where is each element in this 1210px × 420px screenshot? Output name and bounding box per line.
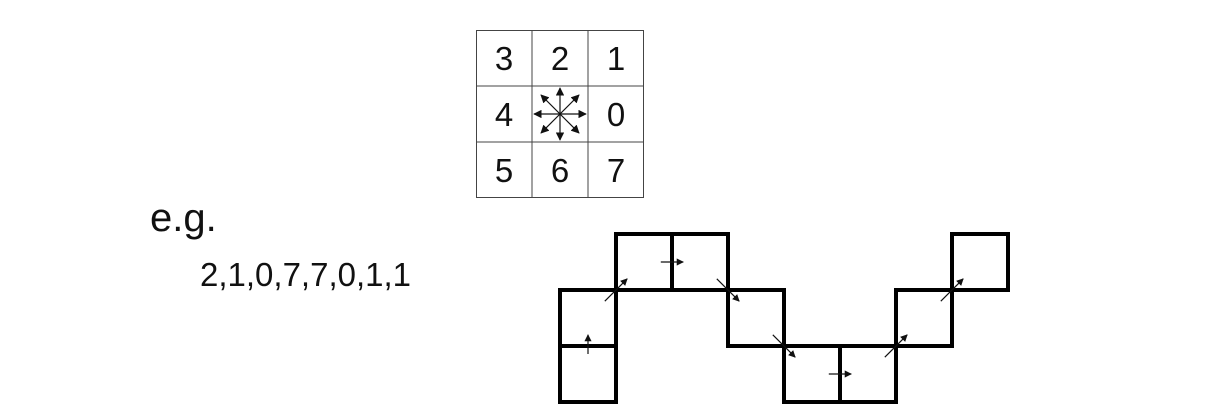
- path-arrow-4: [772, 334, 796, 358]
- path-arrow-6: [884, 334, 908, 358]
- path-cell-8: [950, 232, 1010, 292]
- direction-label-6: 6: [550, 151, 570, 189]
- direction-arrow-1: [559, 94, 580, 115]
- example-label: e.g.: [150, 196, 217, 240]
- direction-grid-lines: [476, 30, 644, 198]
- path-cell-4: [726, 288, 786, 348]
- direction-label-4: 4: [494, 95, 514, 133]
- direction-label-2: 2: [550, 39, 570, 77]
- direction-label-7: 7: [606, 151, 626, 189]
- path-arrow-1: [604, 278, 628, 302]
- path-arrow-7: [940, 278, 964, 302]
- direction-label-1: 1: [606, 39, 626, 77]
- path-cell-7: [894, 288, 954, 348]
- direction-label-5: 5: [494, 151, 514, 189]
- path-cell-0: [558, 344, 618, 404]
- direction-grid: 3 2 1 4 0 5 6 7: [476, 30, 644, 198]
- chain-code-text: 2,1,0,7,7,0,1,1: [200, 256, 412, 293]
- direction-arrow-3: [540, 94, 561, 115]
- direction-label-3: 3: [494, 39, 514, 77]
- direction-arrow-5: [540, 113, 561, 134]
- direction-label-0: 0: [606, 95, 626, 133]
- direction-arrow-7: [559, 113, 580, 134]
- direction-arrows: [533, 87, 587, 141]
- path-arrow-3: [716, 278, 740, 302]
